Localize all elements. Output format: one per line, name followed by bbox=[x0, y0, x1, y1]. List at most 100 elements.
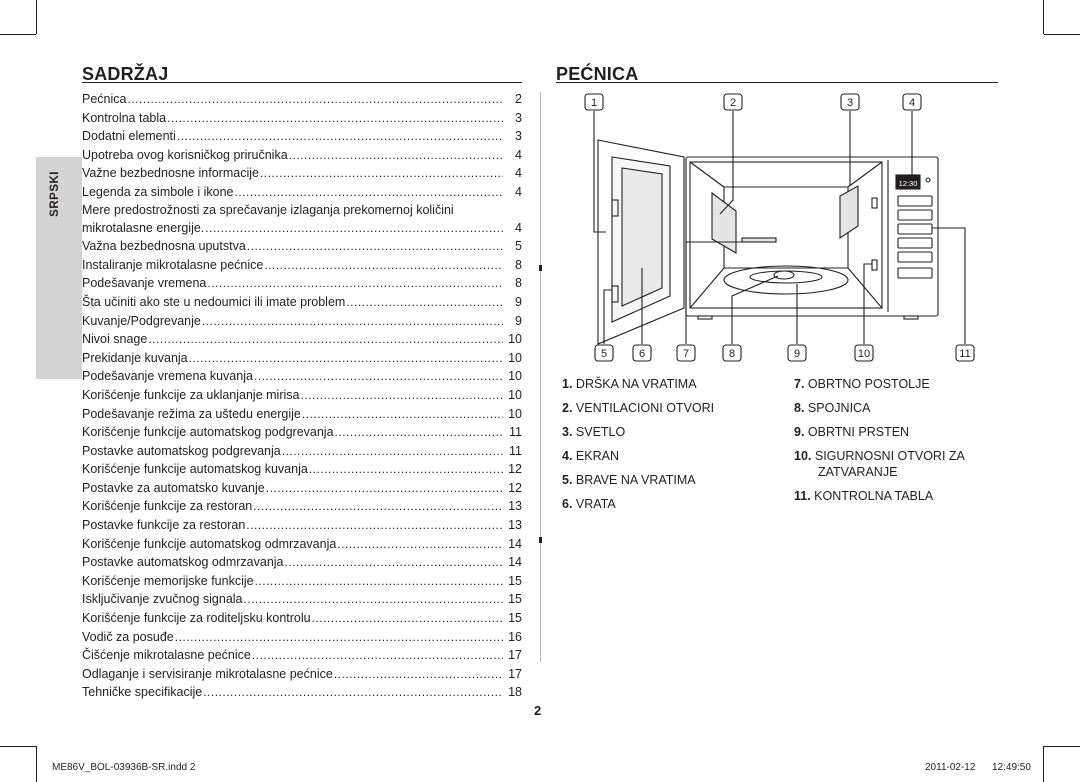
toc-entry-title: Vodič za posuđe bbox=[82, 629, 174, 644]
callout-6-label: 6 bbox=[639, 348, 645, 360]
toc-entry: Dodatni elementi3 bbox=[82, 127, 522, 146]
legend-item: 1. DRŠKA NA VRATIMA bbox=[562, 377, 697, 391]
callout-10-label: 10 bbox=[858, 348, 870, 360]
toc-entry: Podešavanje vremena8 bbox=[82, 274, 522, 293]
callout-11: 11 bbox=[955, 344, 975, 362]
legend-item-number: 4. bbox=[562, 449, 573, 463]
toc-entry-page: 17 bbox=[508, 648, 522, 663]
legend-item-number: 2. bbox=[562, 401, 573, 415]
toc-entry-title: Podešavanje vremena kuvanja bbox=[82, 369, 253, 384]
toc-entry: Isključivanje zvučnog signala15 bbox=[82, 590, 522, 609]
legend-item-number: 7. bbox=[794, 377, 805, 391]
toc-leader-dots bbox=[205, 219, 503, 238]
footer-date: 2011-02-12 bbox=[925, 762, 976, 773]
crop-mark bbox=[0, 746, 36, 747]
toc-entry-page: 8 bbox=[515, 257, 522, 272]
toc-entry-title: Legenda za simbole i ikone bbox=[82, 184, 234, 199]
toc-entry: Korišćenje memorijske funkcije15 bbox=[82, 572, 522, 591]
legend-item: 7. OBRTNO POSTOLJE bbox=[794, 377, 930, 391]
toc-entry-page: 8 bbox=[515, 276, 522, 291]
footer-time: 12:49:50 bbox=[992, 762, 1031, 773]
crop-mark bbox=[1044, 746, 1080, 747]
toc-entry-page: 4 bbox=[515, 147, 522, 162]
crop-mark bbox=[1043, 746, 1044, 782]
toc-entry-title: Važne bezbednosne informacije bbox=[82, 166, 259, 181]
callout-9: 9 bbox=[787, 344, 807, 362]
toc-leader-dots bbox=[252, 646, 503, 665]
callout-2-label: 2 bbox=[730, 97, 736, 109]
toc-entry-page: 9 bbox=[515, 294, 522, 309]
legend-item: 9. OBRTNI PRSTEN bbox=[794, 425, 909, 439]
toc-entry: Upotreba ovog korisničkog priručnika4 bbox=[82, 146, 522, 165]
toc-entry-page: 12 bbox=[508, 480, 522, 495]
legend-item-label: SVETLO bbox=[572, 425, 626, 439]
toc-entry: Pećnica2 bbox=[82, 90, 522, 109]
fold-mark bbox=[539, 265, 542, 271]
toc-entry-page: 3 bbox=[515, 129, 522, 144]
toc-entry-title: Mere predostrožnosti za sprečavanje izla… bbox=[82, 202, 454, 217]
toc-entry: Prekidanje kuvanja10 bbox=[82, 349, 522, 368]
legend-item: 3. SVETLO bbox=[562, 425, 625, 439]
toc-entry-page: 13 bbox=[508, 499, 522, 514]
turntable-ring bbox=[749, 270, 823, 284]
cavity-back-wall bbox=[723, 186, 849, 269]
callout-4: 4 bbox=[902, 93, 922, 111]
toc-leader-dots bbox=[189, 349, 503, 368]
toc-entry-title: Korišćenje funkcije za roditeljsku kontr… bbox=[82, 611, 311, 626]
toc-entry-title: Tehničke specifikacije bbox=[82, 685, 203, 700]
callout-8: 8 bbox=[722, 344, 742, 362]
leader-1 bbox=[593, 111, 606, 233]
toc-entry: Korišćenje funkcije za roditeljsku kontr… bbox=[82, 609, 522, 628]
toc-entry-title: Korišćenje funkcije automatskog podgreva… bbox=[82, 425, 334, 440]
toc-entry-page: 4 bbox=[515, 166, 522, 181]
toc-entry-page: 4 bbox=[515, 184, 522, 199]
toc-entry-page: 18 bbox=[508, 685, 522, 700]
toc-leader-dots bbox=[309, 460, 503, 479]
legend-item: 2. VENTILACIONI OTVORI bbox=[562, 401, 714, 415]
toc-leader-dots bbox=[254, 367, 503, 386]
toc-entry: Podešavanje vremena kuvanja10 bbox=[82, 367, 522, 386]
toc-entry-title: Postavke za automatsko kuvanje bbox=[82, 480, 265, 495]
toc-entry: Korišćenje funkcije automatskog odmrzava… bbox=[82, 535, 522, 554]
toc-entry-title: Kuvanje/Podgrevanje bbox=[82, 313, 201, 328]
toc-entry: mikrotalasne energije.4 bbox=[82, 219, 522, 238]
toc-entry-page: 10 bbox=[508, 406, 522, 421]
toc-entry: Šta učiniti ako ste u nedoumici ili imat… bbox=[82, 293, 522, 312]
page-number: 2 bbox=[534, 703, 542, 718]
leader-2 bbox=[719, 111, 734, 215]
toc-entry-title: Postavke automatskog podgrevanja bbox=[82, 443, 281, 458]
oven-body bbox=[685, 156, 939, 317]
toc-leader-dots bbox=[335, 423, 503, 442]
legend-item-label: VENTILACIONI OTVORI bbox=[572, 401, 715, 415]
crop-mark bbox=[1043, 0, 1044, 34]
callout-7: 7 bbox=[676, 344, 696, 362]
open-door bbox=[597, 139, 685, 345]
toc-entry: Korišćenje funkcije automatskog kuvanja1… bbox=[82, 460, 522, 479]
toc-entry-page: 5 bbox=[515, 239, 522, 254]
toc-entry-page: 15 bbox=[508, 611, 522, 626]
toc-heading-rule bbox=[82, 82, 522, 83]
toc-entry-title: Korišćenje funkcije za uklanjanje mirisa bbox=[82, 387, 300, 402]
legend-item-number: 9. bbox=[794, 425, 805, 439]
callout-5-label: 5 bbox=[601, 348, 607, 360]
legend-item-label: DRŠKA NA VRATIMA bbox=[572, 377, 697, 391]
legend-item-number: 8. bbox=[794, 401, 805, 415]
legend-item: ZATVARANJE bbox=[818, 465, 897, 479]
toc-entry-page: 12 bbox=[508, 462, 522, 477]
crop-mark bbox=[0, 34, 36, 35]
toc-leader-dots bbox=[312, 609, 503, 628]
toc-leader-dots bbox=[334, 665, 503, 684]
toc-entry: Kontrolna tabla3 bbox=[82, 109, 522, 128]
toc-entry-title: Korišćenje memorijske funkcije bbox=[82, 573, 254, 588]
toc-leader-dots bbox=[175, 628, 503, 647]
toc-leader-dots bbox=[148, 330, 503, 349]
leader-5 bbox=[603, 289, 612, 344]
legend-item: 11. KONTROLNA TABLA bbox=[794, 489, 933, 503]
toc-leader-dots bbox=[300, 386, 503, 405]
legend-item-label: OBRTNO POSTOLJE bbox=[804, 377, 930, 391]
toc-entry-page: 14 bbox=[508, 555, 522, 570]
toc-entry-page: 3 bbox=[515, 110, 522, 125]
toc-leader-dots bbox=[177, 127, 503, 146]
toc-leader-dots bbox=[302, 405, 503, 424]
toc-entry-page: 2 bbox=[515, 92, 522, 106]
